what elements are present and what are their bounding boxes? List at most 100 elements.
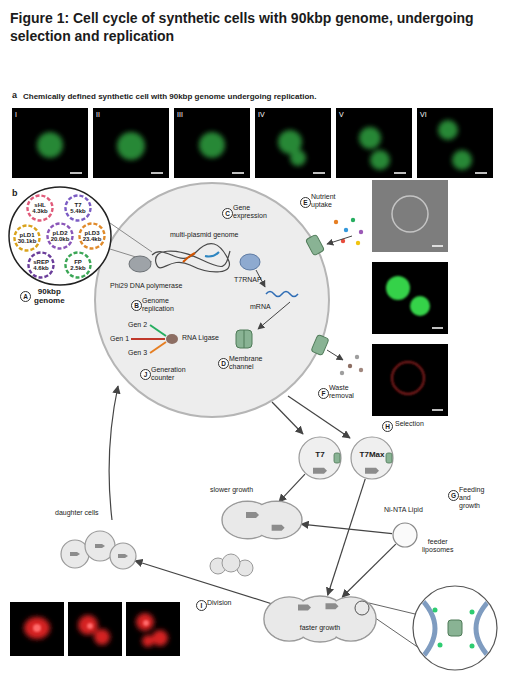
panel-caption: Chemically defined synthetic cell with 9…: [23, 92, 316, 101]
daughter-cells-outline: [55, 524, 140, 574]
annotation-label: Genome replication: [142, 297, 174, 313]
selection-cell-outline-part: [299, 437, 341, 479]
micrograph-row: [12, 108, 493, 178]
micrograph-row-part-part: [151, 172, 163, 174]
growing-cell-outline-part-part: [252, 502, 301, 538]
plasmid-ring: sHL 4.3kb: [26, 194, 54, 222]
node-label: FP 2.5kb: [70, 259, 85, 272]
micrograph-row-part: [93, 108, 169, 178]
daughter-cells-outline-part: [118, 554, 128, 558]
synthetic-cell-part: [166, 334, 178, 344]
annotation-label: Waste removal: [329, 384, 354, 400]
zoom-inset-part-part: [470, 644, 475, 649]
micrograph-row-part-part: [70, 172, 82, 174]
synthetic-cell-part: [334, 220, 338, 224]
synthetic-cell-part-part: [305, 234, 324, 256]
growing-cell: faster growth: [265, 595, 375, 643]
zoom-inset-part-part: [433, 608, 438, 613]
cycle-arrows-part: [109, 386, 118, 520]
plasmid-ring-outline-part: [80, 224, 105, 249]
daughter-cells-outline-part: [110, 543, 136, 569]
node-caption: Ni-NTA Lipid: [384, 506, 423, 514]
zoom-inset-part: [418, 596, 494, 662]
micrograph-row-part-part: [199, 132, 225, 158]
flow-arrow: [279, 474, 305, 502]
cycle-arrows-part: [288, 396, 350, 438]
synthetic-cell-part: [152, 244, 230, 272]
synthetic-cell-part-part: [311, 334, 329, 355]
micrograph-row-part: [70, 172, 487, 174]
daughter-cells-outline-part: [95, 544, 105, 548]
growing-cell-outline-part: [326, 603, 339, 609]
plasmid-ring-outline-part: [29, 253, 54, 278]
micrograph-row-part-part: [359, 127, 381, 149]
panel-letter: b: [12, 188, 18, 198]
callout-letter: B: [131, 300, 142, 311]
growing-cell-outline: [222, 500, 302, 540]
annotation-label: Gen 1: [110, 335, 129, 343]
selection-cell-outline-part: [365, 468, 379, 474]
synthetic-cell-part: [240, 254, 260, 270]
annotation-label: Membrane channel: [229, 355, 262, 371]
feeder-liposome-outline: [392, 522, 418, 548]
synthetic-cell-part: [95, 183, 329, 417]
node-label: pLD2 20.0kb: [51, 230, 70, 243]
red-micrographs-part-part: [143, 620, 149, 626]
annotation-label: T7RNAP: [234, 276, 262, 284]
annotation-label: Selection: [395, 420, 424, 428]
synthetic-cell-part: [327, 350, 343, 360]
callout-letter: A: [20, 291, 31, 302]
node-label: T7: [315, 451, 324, 459]
node-label: T7 5.4kb: [70, 202, 85, 215]
synthetic-cell-part: [150, 325, 166, 336]
flow-arrow: [135, 561, 275, 605]
micrograph-row-part-part: [394, 172, 406, 174]
red-micrographs-part: [24, 613, 168, 647]
synthetic-cell-part: [356, 241, 360, 245]
division-blobs: [210, 554, 253, 576]
red-micrographs-part-part: [142, 635, 154, 647]
synthetic-cell-part: [110, 223, 152, 252]
flow-arrow: [342, 544, 396, 597]
annotation-label: Generation counter: [151, 366, 186, 382]
zoom-inset-part-part: [438, 643, 443, 648]
node-label: faster growth: [300, 624, 340, 631]
micrograph-row-part-part: [290, 150, 306, 166]
micrograph-row-part-part: [438, 120, 458, 140]
side-micrographs-part-part: [386, 276, 410, 300]
side-micrographs-part: [386, 276, 430, 316]
plasmid-ring: T7 5.4kb: [64, 194, 92, 222]
growing-cell-outline-part: [355, 601, 369, 615]
daughter-cells: daughter cells: [55, 524, 140, 574]
callout-letter: J: [140, 369, 151, 380]
growing-cell: slower growth: [222, 500, 302, 540]
feeder-liposome: Ni-NTA Lipidfeeder liposomes: [392, 522, 418, 548]
node-caption: 90kbp genome: [34, 287, 65, 305]
red-micrographs: [10, 602, 180, 656]
plasmid-ring: FP 2.5kb: [64, 251, 92, 279]
synthetic-cell-part: [348, 364, 352, 368]
node-label: sREP 4.6kb: [33, 259, 49, 272]
red-micrographs-part-part: [136, 613, 154, 631]
division-blobs-part: [222, 554, 240, 572]
synthetic-cell-part: [359, 368, 363, 372]
side-micrographs-part: [372, 262, 448, 334]
side-micrographs-part: [432, 246, 443, 410]
genome-inset-outline-part: [9, 187, 111, 285]
red-micrographs-part-part: [24, 617, 50, 639]
annotation-label: Gen 3: [128, 349, 147, 357]
annotation-label: Gen 2: [128, 321, 147, 329]
callout-letter: I: [196, 600, 207, 611]
synthetic-cell-part: [150, 342, 166, 353]
plasmid-ring-outline-part: [48, 224, 73, 249]
node-label: pLD1 30.1kb: [18, 232, 37, 245]
annotation-label: mRNA: [250, 303, 271, 311]
annotation-label: multi-plasmid genome: [170, 231, 238, 239]
panel-numeral: IV: [258, 111, 265, 119]
micrograph-row-part-part: [475, 172, 487, 174]
callout-letter: D: [218, 358, 229, 369]
cycle-arrows-part: [272, 402, 303, 434]
selection-cell-outline-part: [313, 468, 327, 474]
annotation-label: Phi29 DNA polymerase: [110, 282, 182, 290]
